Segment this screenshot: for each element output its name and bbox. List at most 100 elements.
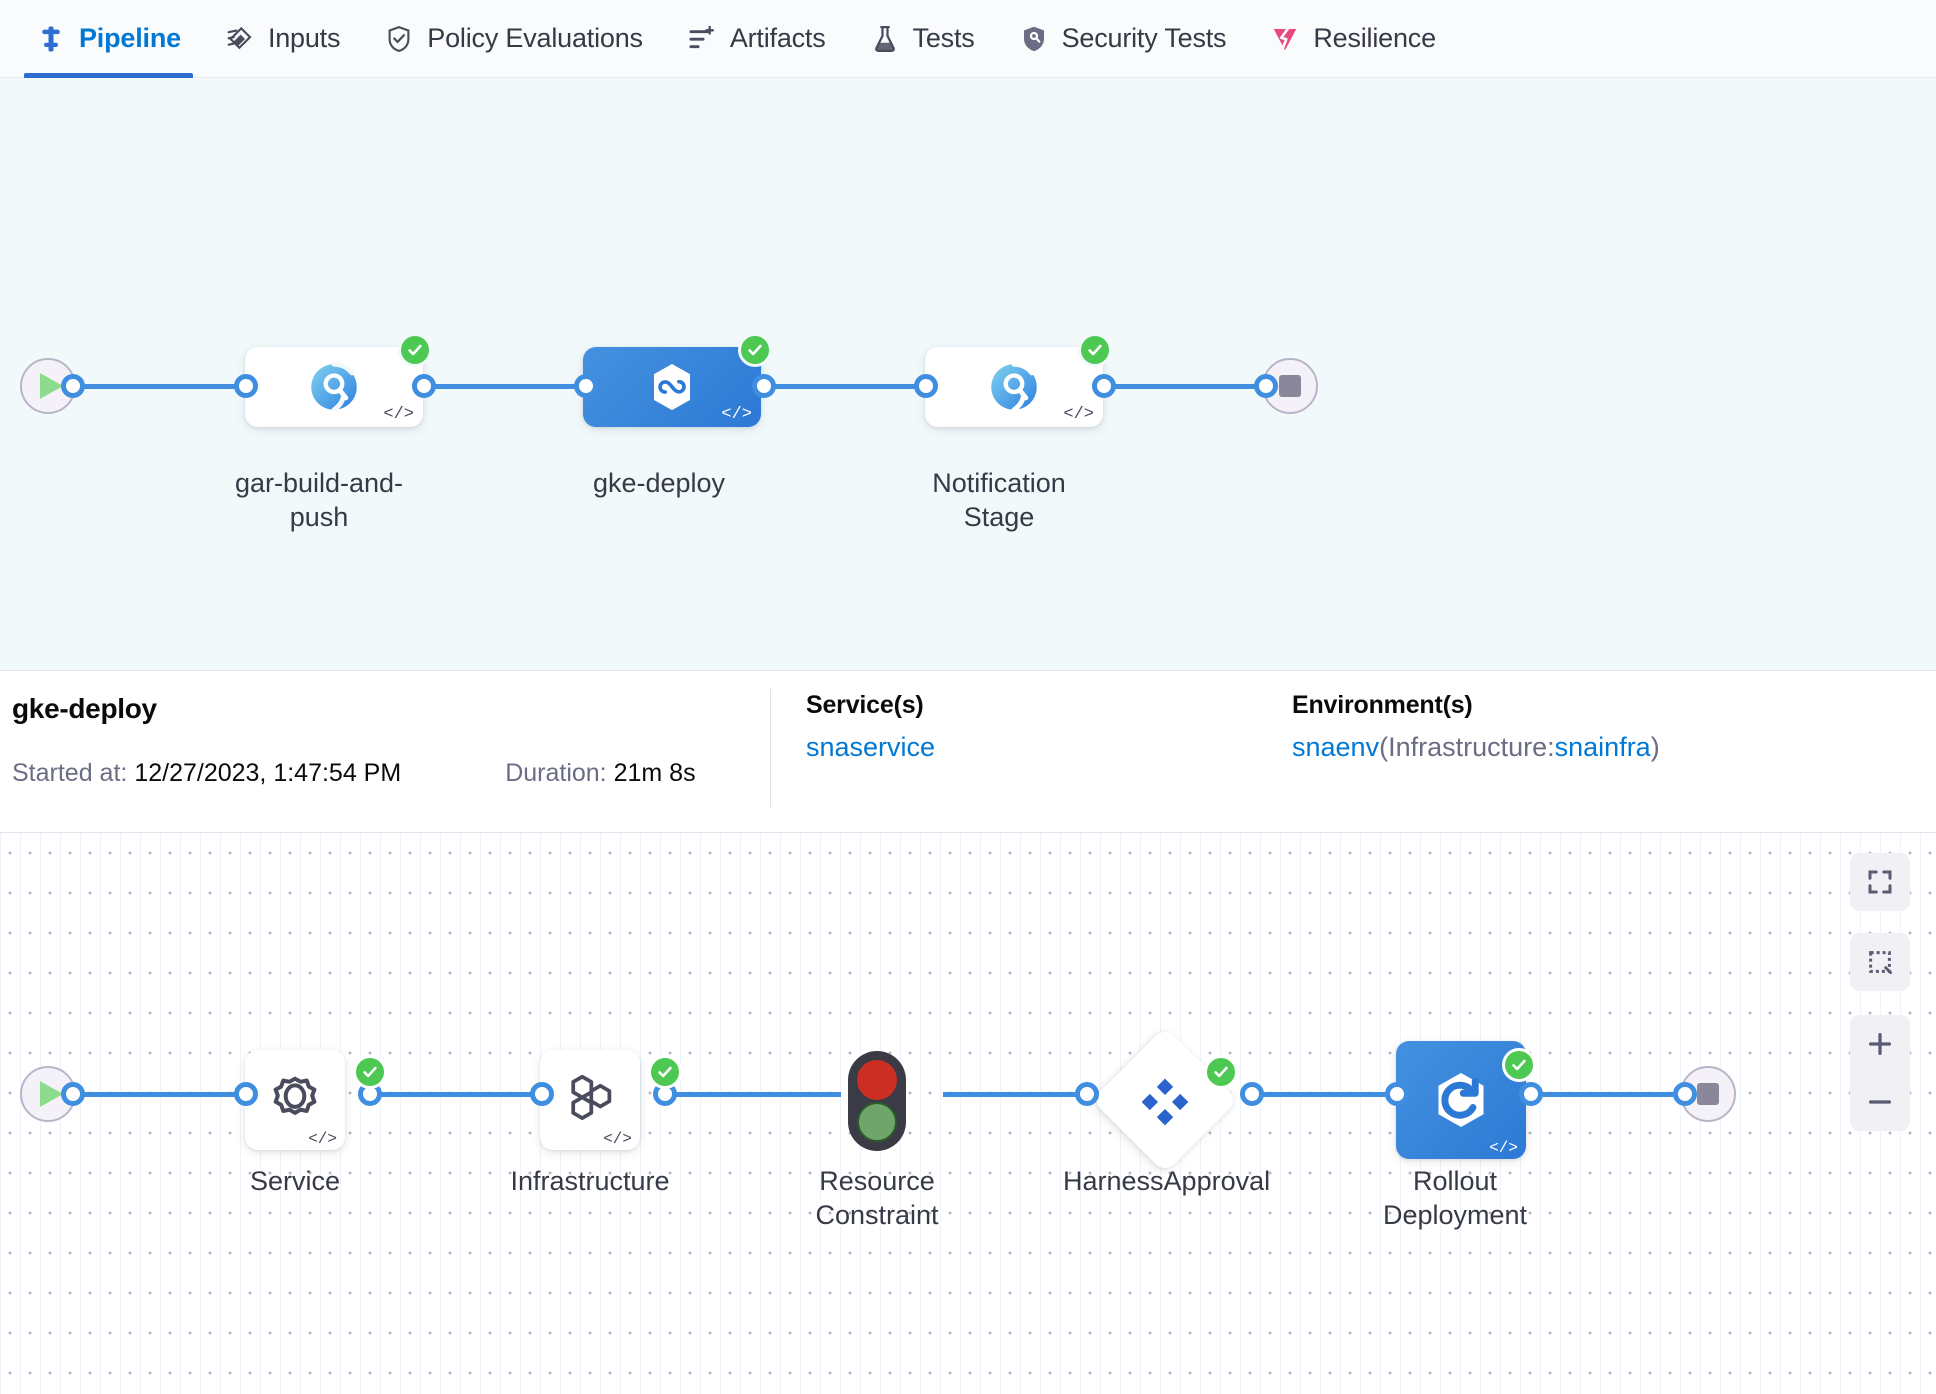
security-shield-icon bbox=[1019, 24, 1049, 54]
zoom-to-selection-button[interactable] bbox=[1850, 933, 1910, 991]
connector-dot bbox=[1385, 1082, 1409, 1106]
code-mark: </> bbox=[308, 1130, 337, 1148]
started-at-label: Started at: bbox=[12, 759, 128, 787]
connector-rail bbox=[72, 384, 248, 389]
status-badge-success bbox=[648, 1055, 682, 1089]
service-link[interactable]: snaservice bbox=[806, 732, 936, 762]
expand-icon bbox=[1868, 870, 1892, 894]
stage-label: gke-deploy bbox=[592, 468, 726, 498]
connector-dot bbox=[61, 1082, 85, 1106]
tab-label: Security Tests bbox=[1061, 23, 1227, 53]
dashed-rect-icon bbox=[1869, 951, 1892, 974]
status-badge-success bbox=[353, 1055, 387, 1089]
stop-icon bbox=[1697, 1083, 1719, 1105]
flask-icon bbox=[870, 24, 900, 54]
started-at: Started at: 12/27/2023, 1:47:54 PM bbox=[12, 759, 401, 788]
tab-label: Inputs bbox=[267, 23, 341, 53]
stage-node-gke-deploy[interactable]: </> bbox=[583, 347, 761, 427]
code-mark: </> bbox=[603, 1130, 632, 1148]
ci-build-icon bbox=[311, 361, 357, 413]
connector-dot bbox=[412, 374, 436, 398]
stage-detail-panel: gke-deploy Started at: 12/27/2023, 1:47:… bbox=[0, 671, 1936, 833]
environment-link[interactable]: snaenv bbox=[1292, 732, 1380, 762]
connector-rail bbox=[1258, 1092, 1410, 1097]
duration: Duration: 21m 8s bbox=[505, 759, 695, 788]
inputs-icon bbox=[225, 24, 255, 54]
resilience-icon bbox=[1270, 24, 1300, 54]
hexagons-icon bbox=[571, 1074, 612, 1120]
infrastructure-suffix: ) bbox=[1650, 732, 1660, 762]
connector-dot bbox=[530, 1082, 554, 1106]
step-label: HarnessApproval bbox=[1063, 1166, 1271, 1196]
tab-label: Resilience bbox=[1313, 23, 1436, 53]
environment-value: snaenv(Infrastructure:snainfra) bbox=[1292, 732, 1660, 763]
plus-icon bbox=[1869, 1033, 1891, 1055]
connector-dot bbox=[752, 374, 776, 398]
zoom-out-button[interactable] bbox=[1850, 1073, 1910, 1131]
connector-dot bbox=[914, 374, 938, 398]
traffic-light-green bbox=[857, 1102, 897, 1142]
connector-dot bbox=[574, 374, 598, 398]
connector-dot bbox=[1240, 1082, 1264, 1106]
code-mark: </> bbox=[383, 405, 414, 424]
stage-label: gar-build-and-push bbox=[234, 468, 404, 533]
connector-dot bbox=[1673, 1082, 1697, 1106]
tab-label: Policy Evaluations bbox=[427, 23, 643, 53]
environments-column: Environment(s) snaenv(Infrastructure:sna… bbox=[1292, 691, 1660, 763]
step-node-infrastructure[interactable]: </> bbox=[540, 1050, 640, 1150]
fit-to-screen-button[interactable] bbox=[1850, 853, 1910, 911]
policy-shield-icon bbox=[384, 24, 414, 54]
rollout-icon bbox=[1438, 1073, 1484, 1127]
duration-value: 21m 8s bbox=[613, 759, 696, 787]
connector-rail bbox=[370, 1092, 546, 1097]
tab-tests[interactable]: Tests bbox=[848, 0, 997, 78]
infrastructure-prefix: (Infrastructure: bbox=[1379, 732, 1555, 762]
environments-heading: Environment(s) bbox=[1292, 691, 1473, 719]
status-badge-success bbox=[398, 333, 432, 367]
detail-meta-row: Started at: 12/27/2023, 1:47:54 PM Durat… bbox=[12, 759, 1936, 788]
step-node-service[interactable]: </> bbox=[245, 1050, 345, 1150]
minus-icon bbox=[1869, 1100, 1891, 1104]
tab-label: Pipeline bbox=[79, 23, 181, 53]
step-graph-canvas[interactable]: </> Service </> Infrastructure Resource … bbox=[0, 833, 1936, 1394]
pipeline-end-node[interactable] bbox=[1262, 358, 1318, 414]
stage-node-gar-build-and-push[interactable]: </> bbox=[245, 347, 423, 427]
step-label: Rollout Deployment bbox=[1382, 1166, 1528, 1231]
connector-rail bbox=[72, 1092, 248, 1097]
connector-dot bbox=[1075, 1082, 1099, 1106]
services-column: Service(s) snaservice bbox=[806, 691, 935, 763]
page-title: gke-deploy bbox=[12, 693, 157, 724]
fit-to-screen-hit[interactable] bbox=[1850, 853, 1910, 911]
infrastructure-link[interactable]: snainfra bbox=[1554, 732, 1651, 762]
play-icon bbox=[40, 373, 63, 399]
tab-inputs[interactable]: Inputs bbox=[203, 0, 362, 78]
step-label: Resource Constraint bbox=[815, 1166, 939, 1231]
step-node-resource-constraint[interactable] bbox=[848, 1051, 906, 1151]
tab-resilience[interactable]: Resilience bbox=[1248, 0, 1458, 78]
tab-pipeline[interactable]: Pipeline bbox=[14, 0, 203, 78]
status-badge-success bbox=[1078, 333, 1112, 367]
connector-rail bbox=[412, 384, 582, 389]
zoom-to-selection-hit[interactable] bbox=[1850, 933, 1910, 991]
stop-icon bbox=[1279, 375, 1301, 397]
started-at-value: 12/27/2023, 1:47:54 PM bbox=[134, 759, 402, 787]
tab-bar: Pipeline Inputs Policy Evaluations bbox=[0, 0, 1936, 78]
gear-icon bbox=[273, 1076, 317, 1115]
tab-artifacts[interactable]: Artifacts bbox=[665, 0, 848, 78]
connector-rail bbox=[1530, 1092, 1682, 1097]
pipeline-graph-canvas[interactable]: </> gar-build-and-push </> gke-deploy </… bbox=[0, 78, 1936, 671]
zoom-in-button[interactable] bbox=[1850, 1015, 1910, 1073]
stage-node-notification-stage[interactable]: </> bbox=[925, 347, 1103, 427]
connector-dot bbox=[1519, 1082, 1543, 1106]
connector-rail bbox=[752, 384, 922, 389]
code-mark: </> bbox=[721, 405, 752, 424]
tab-security-tests[interactable]: Security Tests bbox=[997, 0, 1249, 78]
traffic-light-red bbox=[857, 1060, 897, 1100]
tab-policy-evaluations[interactable]: Policy Evaluations bbox=[362, 0, 665, 78]
services-heading: Service(s) bbox=[806, 691, 924, 719]
step-label: Infrastructure bbox=[510, 1166, 670, 1196]
zoom-stepper[interactable] bbox=[1850, 1015, 1910, 1131]
connector-dot bbox=[234, 374, 258, 398]
tab-label: Tests bbox=[912, 23, 975, 53]
connector-rail bbox=[943, 1092, 1099, 1097]
